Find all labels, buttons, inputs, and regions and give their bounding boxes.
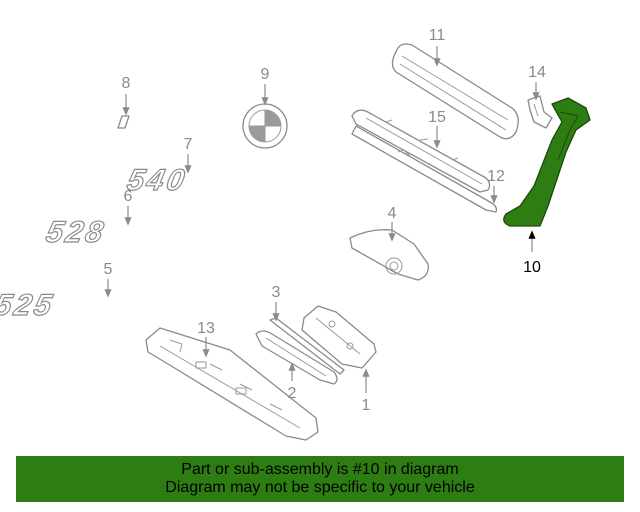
callout-8: 8 xyxy=(122,75,131,92)
banner-line-2: Diagram may not be specific to your vehi… xyxy=(165,479,475,496)
part-1-mounting-plate xyxy=(301,305,377,369)
part-2-tray xyxy=(255,330,338,385)
part-6-badge-528: 528 xyxy=(43,216,109,249)
part-5-badge-525: 525 xyxy=(0,289,58,322)
part-11-trim-strip xyxy=(391,43,519,140)
info-banner: Part or sub-assembly is #10 in diagram D… xyxy=(16,456,624,502)
callout-5: 5 xyxy=(104,261,113,278)
part-14-clip xyxy=(527,95,553,129)
callout-6: 6 xyxy=(124,188,133,205)
callout-1: 1 xyxy=(362,397,371,414)
banner-line-1: Part or sub-assembly is #10 in diagram xyxy=(181,461,459,478)
callout-11: 11 xyxy=(429,27,446,44)
parts-diagram: 540 528 525 xyxy=(0,27,591,441)
part-7-badge-540: 540 xyxy=(124,164,190,197)
callout-10: 10 xyxy=(523,259,541,276)
leader-lines xyxy=(104,46,540,393)
callout-14: 14 xyxy=(528,64,546,81)
callout-7: 7 xyxy=(184,136,193,153)
part-9-emblem xyxy=(242,103,288,149)
callout-13: 13 xyxy=(197,320,215,337)
callout-15: 15 xyxy=(428,109,446,126)
part-13-lower-panel xyxy=(145,327,319,441)
callout-12: 12 xyxy=(487,168,505,185)
part-10-trim-panel xyxy=(503,97,591,227)
part-4-bracket xyxy=(349,229,429,281)
callout-4: 4 xyxy=(388,205,397,222)
callout-3: 3 xyxy=(272,284,281,301)
part-12-seal xyxy=(351,125,498,213)
callout-9: 9 xyxy=(261,66,270,83)
part-15-seal xyxy=(351,109,491,193)
callout-2: 2 xyxy=(288,385,297,402)
part-8-badge xyxy=(117,115,130,129)
